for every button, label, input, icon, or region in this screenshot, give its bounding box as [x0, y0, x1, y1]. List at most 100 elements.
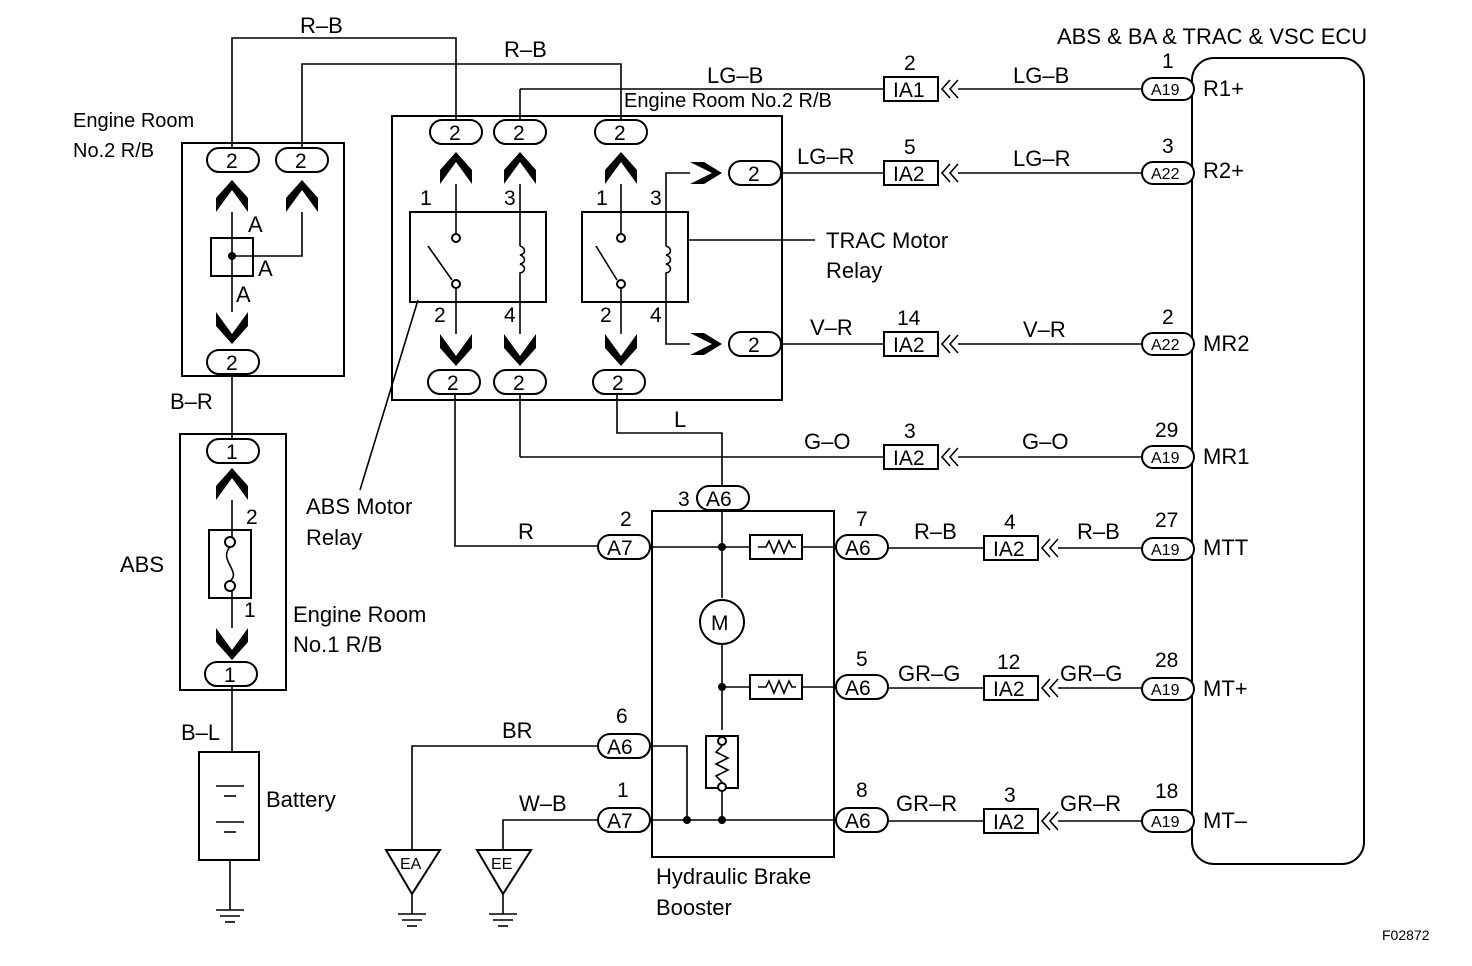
pin-number: 8: [856, 779, 868, 802]
engine-room-no2-left: Engine Room No.2 R/B 2 2 2 A A A: [73, 110, 345, 377]
pin-number: 7: [856, 508, 868, 531]
pin-number: 18: [1155, 780, 1178, 803]
connector-code: A22: [1151, 166, 1180, 183]
connector-code: A19: [1151, 542, 1180, 559]
block-label: No.1 R/B: [293, 632, 382, 657]
relay-block-box: [179, 433, 287, 691]
engine-room-no1: 1 2 1 1: [179, 433, 287, 691]
pin-number: 29: [1155, 419, 1178, 442]
connector-code: A19: [1151, 82, 1180, 99]
connector-code: A6: [845, 677, 871, 700]
pin-number: 2: [614, 122, 626, 145]
pin-number: 2: [612, 372, 624, 395]
wire-w-b: [502, 819, 598, 850]
chevron-down-icon: [216, 628, 248, 660]
pin-number: 1: [596, 187, 608, 210]
connector-pin: [427, 369, 481, 395]
pin-number: 2: [904, 52, 916, 75]
pin-number: 2: [513, 372, 525, 395]
wire-label: LG–R: [1013, 146, 1070, 171]
pin-number: 2: [1162, 306, 1174, 329]
ecu-terminal-r1: A19 1 R1+: [1141, 50, 1244, 101]
chevron-down-icon: [440, 334, 472, 366]
connector-pin: [493, 119, 547, 145]
booster-box: [651, 510, 835, 858]
ia-connector: [883, 160, 939, 186]
connector-a6: [696, 485, 750, 511]
block-label: No.2 R/B: [73, 140, 154, 162]
pin-number: 2: [226, 352, 238, 375]
wire-br: [411, 745, 598, 850]
connector-code: A7: [607, 537, 633, 560]
pin-number: 1: [244, 599, 256, 622]
ecu-terminal-r2: A22 3 R2+: [1141, 135, 1244, 185]
terminal-name: MR2: [1203, 331, 1249, 356]
ground-code: EA: [400, 856, 422, 873]
pin-number: 1: [224, 664, 236, 687]
pin-number: 2: [447, 372, 459, 395]
wire-label: B–L: [181, 720, 220, 745]
ecu-terminal-mt-plus: A19 28 MT+: [1141, 649, 1248, 701]
ecu-terminal-mr1: A19 29 MR1: [1141, 419, 1249, 469]
connector-code: IA2: [993, 538, 1025, 561]
connector-pin: [728, 160, 782, 186]
connector-code: IA2: [893, 334, 925, 357]
ecu: ABS & BA & TRAC & VSC ECU: [1057, 24, 1367, 865]
ecu-title: ABS & BA & TRAC & VSC ECU: [1057, 24, 1367, 49]
pin-number: 1: [420, 187, 432, 210]
abs-motor-relay: [409, 211, 547, 303]
ecu-terminal-mr2: A22 2 MR2: [1141, 306, 1249, 356]
wire-label: LG–R: [797, 144, 854, 169]
relay-block-box: [181, 142, 345, 377]
pin-number: 3: [650, 187, 662, 210]
ecu-terminal-mtt: A19 27 MTT: [1141, 509, 1248, 561]
wire-label: V–R: [810, 315, 853, 340]
figure-code: F02872: [1382, 927, 1430, 943]
connector-code: A6: [845, 810, 871, 833]
wire-label: R–B: [1077, 519, 1120, 544]
connector-pin: [594, 119, 648, 145]
booster-label: Hydraulic Brake: [656, 864, 811, 889]
pin-number: 1: [226, 441, 238, 464]
relay-label: ABS Motor: [306, 494, 412, 519]
pin-number: 2: [246, 506, 258, 529]
ia-connector: [983, 675, 1039, 701]
pin-number: 2: [226, 150, 238, 173]
booster-label: Booster: [656, 895, 732, 920]
wire-label: LG–B: [707, 63, 763, 88]
pin-number: 4: [1004, 511, 1016, 534]
terminal-name: MT–: [1203, 808, 1248, 833]
chevron-down-icon: [504, 334, 536, 366]
terminal-name: MTT: [1203, 535, 1248, 560]
ground-ee: EE: [475, 849, 533, 927]
ia-connector: [883, 76, 939, 102]
chevron-up-icon: [216, 468, 248, 500]
chevron-up-icon: [504, 152, 536, 184]
fuse-label: ABS: [120, 552, 164, 577]
wire-label: R–B: [504, 37, 547, 62]
pin-number: 3: [678, 488, 690, 511]
connector-a19: [1141, 537, 1195, 561]
engine-room-no2-relays: Engine Room No.2 R/B 2 2 2 1 3 2 4 1 3: [391, 90, 832, 401]
junction-ia2-3-go: IA2 3 G–O G–O: [520, 420, 1142, 470]
junction-ia2-4: IA2 4 R–B R–B: [888, 511, 1142, 561]
chevron-right-icon: [690, 333, 722, 355]
connector-code: A6: [607, 736, 633, 759]
wire-label: GR–R: [1060, 791, 1121, 816]
pin-number: 2: [434, 304, 446, 327]
pin-number: 2: [620, 508, 632, 531]
wire-r-b-second: [301, 63, 622, 148]
ia-connector: [983, 808, 1039, 834]
block-label: Engine Room: [73, 110, 194, 132]
pin-number: 5: [856, 648, 868, 671]
connector-code: A19: [1151, 450, 1180, 467]
wire-label: G–O: [1022, 429, 1068, 454]
pin-number: 2: [748, 163, 760, 186]
ia-connector: [883, 331, 939, 357]
hydraulic-brake-booster: A6 3 A7 2 A6 7 A6 5 A6 6 A7 1 A6 8 M: [597, 485, 889, 858]
chevron-up-icon: [440, 152, 472, 184]
wire-label: R–B: [914, 519, 957, 544]
connector-code: A19: [1151, 814, 1180, 831]
wire-label: LG–B: [1013, 63, 1069, 88]
wire-label: L: [674, 407, 686, 432]
